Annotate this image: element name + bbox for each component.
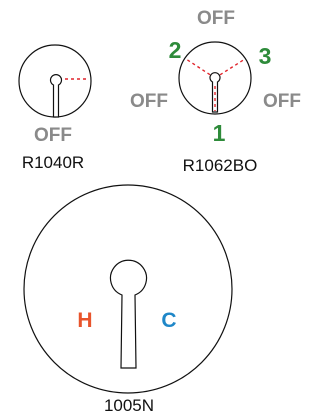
r1062bo-right-off-label: OFF <box>263 91 301 112</box>
valve-r1062bo: OFF OFF OFF 2 3 1 R1062BO <box>130 8 301 175</box>
r1062bo-model-label: R1062BO <box>183 156 258 175</box>
valve-1005n: H C 1005N <box>23 184 233 414</box>
valve-r1040r: OFF R1040R <box>18 44 92 172</box>
r1062bo-position-3-label: 3 <box>259 43 272 69</box>
r1062bo-position-2-label: 2 <box>169 37 182 63</box>
r1062bo-position-1-label: 1 <box>213 120 226 146</box>
r1062bo-top-off-label: OFF <box>197 8 235 29</box>
r1062bo-dial-circle <box>178 41 252 115</box>
r1040r-off-label: OFF <box>34 125 72 146</box>
n1005-handle <box>109 259 148 369</box>
n1005-dial-circle <box>23 184 233 394</box>
r1040r-model-label: R1040R <box>22 153 84 172</box>
n1005-hot-label: H <box>77 309 92 332</box>
n1005-cold-label: C <box>161 309 176 332</box>
n1005-model-label: 1005N <box>104 396 154 414</box>
r1062bo-left-off-label: OFF <box>130 91 168 112</box>
r1040r-handle <box>49 74 63 118</box>
